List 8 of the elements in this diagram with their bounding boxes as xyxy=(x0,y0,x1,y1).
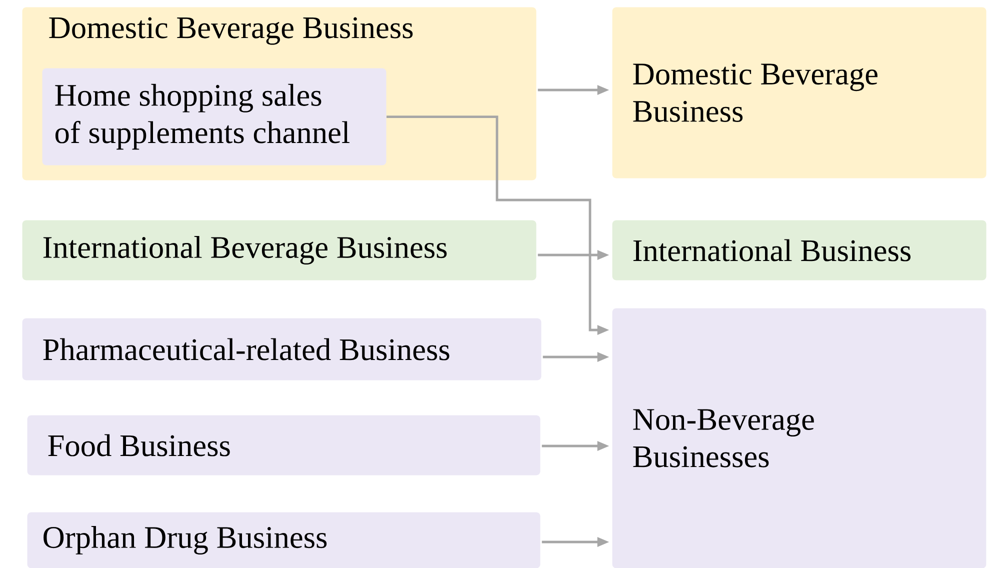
business-box: Home shopping sales of supplements channel xyxy=(42,68,386,166)
business-box: Non-Beverage Businesses xyxy=(612,308,986,568)
business-box: International Beverage Business xyxy=(22,220,536,280)
business-box: Orphan Drug Business xyxy=(27,512,540,568)
business-box: Domestic Beverage Business xyxy=(612,7,986,178)
business-box: Food Business xyxy=(27,415,540,476)
business-box: International Business xyxy=(612,220,986,280)
business-box: Pharmaceutical-related Business xyxy=(22,318,542,380)
